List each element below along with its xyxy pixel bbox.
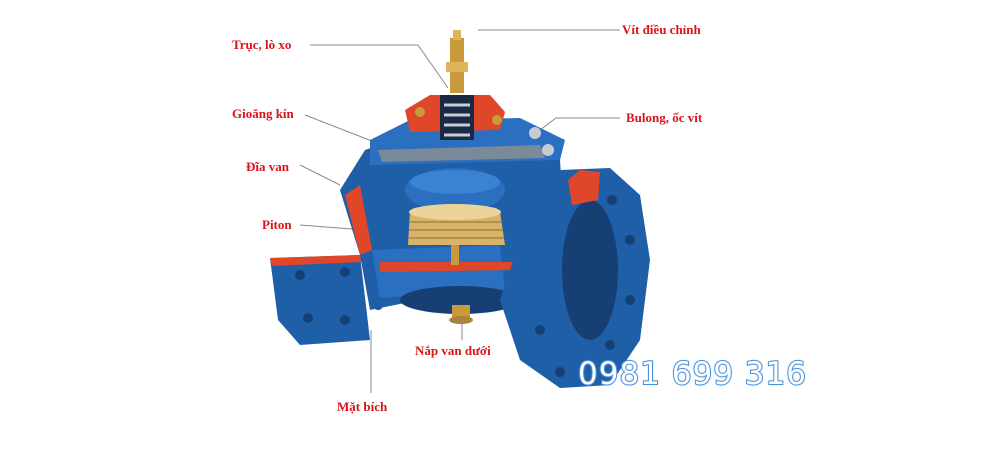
- label-bottom-cover: Nắp van dưới: [415, 343, 491, 358]
- label-bolt-nut: Bulong, ốc vít: [626, 110, 703, 125]
- adjusting-screw: [446, 30, 468, 93]
- spring: [440, 95, 474, 140]
- label-shaft-spring: Trục, lò xo: [232, 37, 292, 52]
- label-flange-face: Mặt bích: [337, 399, 388, 414]
- inlet-flange: [270, 255, 383, 345]
- valve-disc: [405, 168, 505, 212]
- label-adjust-screw: Vít điều chỉnh: [622, 22, 701, 37]
- phone-number: 0981 699 316: [577, 355, 807, 393]
- bottom-cover: [449, 305, 473, 324]
- label-valve-disc: Đĩa van: [246, 159, 289, 174]
- label-seal: Gioăng kín: [232, 106, 294, 121]
- outlet-flange: [500, 168, 650, 388]
- label-piston: Piton: [262, 217, 292, 232]
- piston: [408, 204, 505, 265]
- leader-lines: [299, 29, 620, 393]
